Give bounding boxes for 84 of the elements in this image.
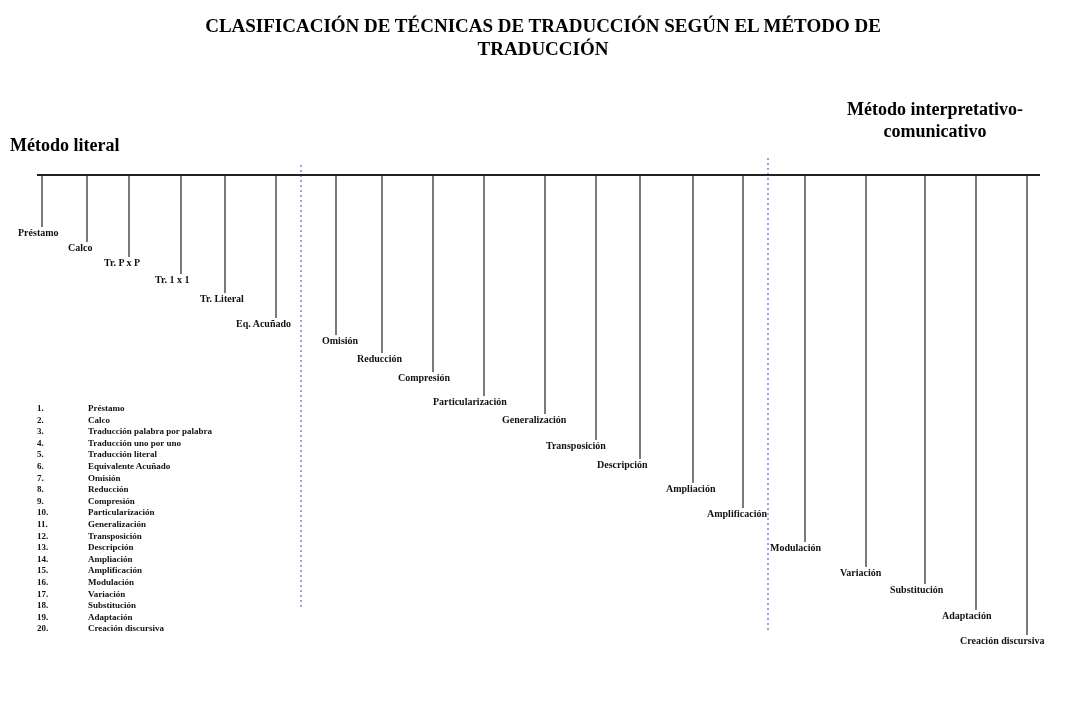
list-item: Generalización bbox=[88, 519, 146, 530]
list-item: Adaptación bbox=[88, 611, 133, 623]
list-number: 18. bbox=[37, 600, 49, 612]
list-number: 11. bbox=[37, 519, 48, 530]
tick-line bbox=[180, 175, 182, 275]
list-item: Reducción bbox=[88, 484, 129, 496]
tick-line bbox=[639, 175, 641, 460]
technique-label: Descripción bbox=[597, 459, 648, 470]
list-item: Transposición bbox=[88, 530, 142, 542]
list-item: Substitución bbox=[88, 600, 137, 612]
technique-label: Creación discursiva bbox=[960, 635, 1045, 646]
technique-label: Préstamo bbox=[18, 227, 59, 238]
list-item: Compresión bbox=[88, 495, 135, 507]
tick-line bbox=[128, 175, 130, 258]
list-number: 15. bbox=[37, 565, 49, 577]
method-heading: Método literal bbox=[10, 135, 120, 156]
list-number: 14. bbox=[37, 553, 49, 565]
list-number: 5. bbox=[37, 449, 44, 461]
list-item: Modulación bbox=[88, 577, 134, 588]
technique-label: Tr. P x P bbox=[104, 257, 141, 268]
tick-line bbox=[924, 175, 926, 585]
technique-label: Calco bbox=[68, 242, 93, 253]
technique-label: Generalización bbox=[502, 414, 567, 425]
list-number: 16. bbox=[37, 577, 49, 588]
technique-label: Amplificación bbox=[707, 508, 767, 519]
list-number: 6. bbox=[37, 461, 44, 472]
tick-line bbox=[1026, 175, 1028, 636]
technique-label: Variación bbox=[840, 567, 882, 578]
technique-label: Reducción bbox=[357, 353, 402, 364]
tick-line bbox=[432, 175, 434, 373]
tick-line bbox=[224, 175, 226, 294]
tick-line bbox=[804, 175, 806, 543]
technique-label: Tr. 1 x 1 bbox=[155, 274, 190, 285]
list-item: Traducción palabra por palabra bbox=[88, 426, 212, 438]
list-number: 3. bbox=[37, 426, 44, 438]
tick-line bbox=[381, 175, 383, 354]
tick-line bbox=[86, 175, 88, 243]
tick-line bbox=[544, 175, 546, 415]
tick-line bbox=[41, 175, 43, 228]
diagram-title: CLASIFICACIÓN DE TÉCNICAS DE TRADUCCIÓN SEGÚN EL MÉTODO DE TRADUCCIÓN bbox=[204, 14, 882, 60]
list-number: 1. bbox=[37, 403, 44, 414]
method-heading: Método interpretativo-comunicativo bbox=[845, 98, 1025, 142]
list-number: 19. bbox=[37, 611, 49, 623]
technique-label: Modulación bbox=[770, 542, 822, 553]
tick-line bbox=[865, 175, 867, 568]
tick-line bbox=[975, 175, 977, 611]
technique-label: Transposición bbox=[546, 440, 606, 451]
list-item: Calco bbox=[88, 414, 110, 426]
list-item: Variación bbox=[88, 588, 126, 600]
list-item: Equivalente Acuñado bbox=[88, 461, 171, 472]
list-item: Traducción literal bbox=[88, 449, 158, 461]
tick-line bbox=[595, 175, 597, 441]
list-number: 17. bbox=[37, 588, 49, 600]
technique-label: Ampliación bbox=[666, 483, 716, 494]
list-item: Descripción bbox=[88, 542, 134, 554]
technique-label: Tr. Literal bbox=[200, 293, 244, 304]
list-item: Préstamo bbox=[88, 403, 125, 414]
list-item: Particularización bbox=[88, 507, 155, 519]
scale-axis-line bbox=[37, 174, 1040, 176]
list-number: 8. bbox=[37, 484, 44, 496]
list-number: 13. bbox=[37, 542, 49, 554]
list-item: Ampliación bbox=[88, 553, 133, 565]
technique-label: Compresión bbox=[398, 372, 451, 383]
tick-line bbox=[742, 175, 744, 509]
list-item: Traducción uno por uno bbox=[88, 437, 181, 449]
technique-label: Eq. Acuñado bbox=[236, 318, 292, 329]
list-number: 4. bbox=[37, 437, 44, 449]
technique-label: Substitución bbox=[890, 584, 944, 595]
technique-label: Adaptación bbox=[942, 610, 992, 621]
tick-line bbox=[483, 175, 485, 397]
list-number: 7. bbox=[37, 472, 44, 484]
list-number: 12. bbox=[37, 530, 49, 542]
list-number: 10. bbox=[37, 507, 49, 519]
tick-line bbox=[692, 175, 694, 484]
list-item: Amplificación bbox=[88, 565, 142, 577]
tick-line bbox=[335, 175, 337, 336]
list-item: Creación discursiva bbox=[88, 623, 165, 635]
list-item: Omisión bbox=[88, 472, 121, 484]
list-number: 2. bbox=[37, 414, 44, 426]
list-number: 9. bbox=[37, 495, 44, 507]
technique-label: Omisión bbox=[322, 335, 359, 346]
list-number: 20. bbox=[37, 623, 49, 635]
tick-line bbox=[275, 175, 277, 319]
technique-label: Particularización bbox=[433, 396, 507, 407]
